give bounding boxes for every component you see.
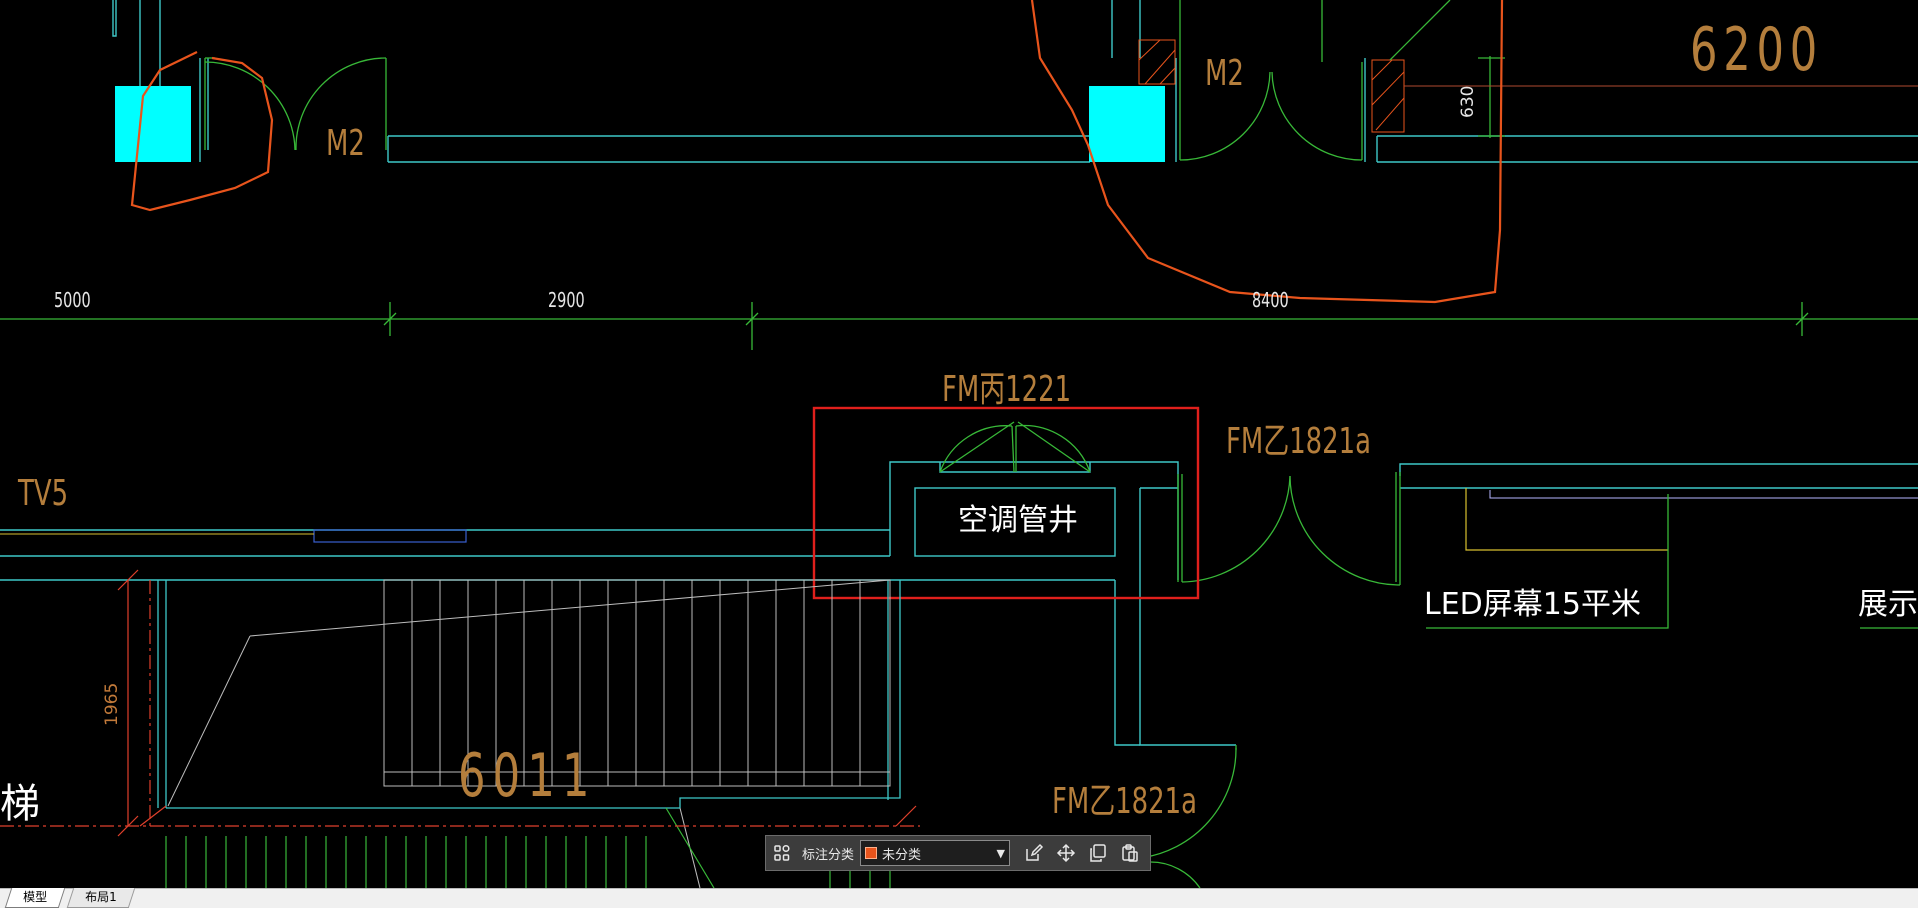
grid-icon[interactable] — [769, 840, 795, 866]
chevron-down-icon: ▼ — [996, 846, 1006, 860]
highlight-box — [812, 406, 1200, 600]
annotation-display-stand: 展示台 — [1858, 587, 1918, 622]
equipment-label-tv5: TV5 — [18, 473, 69, 514]
cad-canvas[interactable]: M2 M2 6200 6011 FM丙1221 FM乙1821a FM乙1821… — [0, 0, 1918, 888]
door-label-fm-yi-top: FM乙1821a — [1226, 421, 1372, 462]
paste-icon[interactable] — [1117, 840, 1143, 866]
category-select[interactable]: 未分类 ▼ — [860, 840, 1011, 866]
markup-toolbar: 标注分类 未分类 ▼ — [765, 835, 1151, 871]
room-label-shaft: 空调管井 — [958, 503, 1078, 538]
edit-icon[interactable] — [1021, 840, 1047, 866]
category-label: 标注分类 — [802, 847, 855, 863]
category-color-swatch — [865, 847, 878, 859]
move-icon[interactable] — [1053, 840, 1079, 866]
axis-line — [0, 302, 1918, 350]
dimension-2900: 2900 — [548, 288, 585, 312]
column-left — [115, 86, 191, 162]
tab-model[interactable]: 模型 — [4, 888, 66, 908]
room-number-6011: 6011 — [458, 741, 597, 811]
dimension-1965: 1965 — [102, 682, 122, 726]
revision-cloud — [130, 0, 1504, 304]
room-number-6200: 6200 — [1690, 15, 1823, 85]
door-label-m2-left: M2 — [326, 123, 365, 164]
category-selected-value: 未分类 — [882, 847, 922, 863]
dimension-8400: 8400 — [1252, 288, 1289, 312]
annotation-stair: 梯 — [0, 781, 40, 827]
dimension-630: 630 — [1458, 85, 1478, 118]
door-label-fm-yi-bottom: FM乙1821a — [1052, 781, 1198, 822]
copy-icon[interactable] — [1085, 840, 1111, 866]
door-label-m2-right: M2 — [1205, 53, 1244, 94]
door-label-fm-bing: FM丙1221 — [942, 369, 1072, 410]
cad-drawing — [0, 0, 1918, 888]
annotation-led-screen: LED屏幕15平米 — [1424, 587, 1641, 622]
layout-tabs-bar: 模型 布局1 — [0, 888, 1918, 908]
tab-layout1[interactable]: 布局1 — [66, 888, 135, 908]
column-right — [1089, 86, 1165, 162]
dimension-5000: 5000 — [54, 288, 91, 312]
